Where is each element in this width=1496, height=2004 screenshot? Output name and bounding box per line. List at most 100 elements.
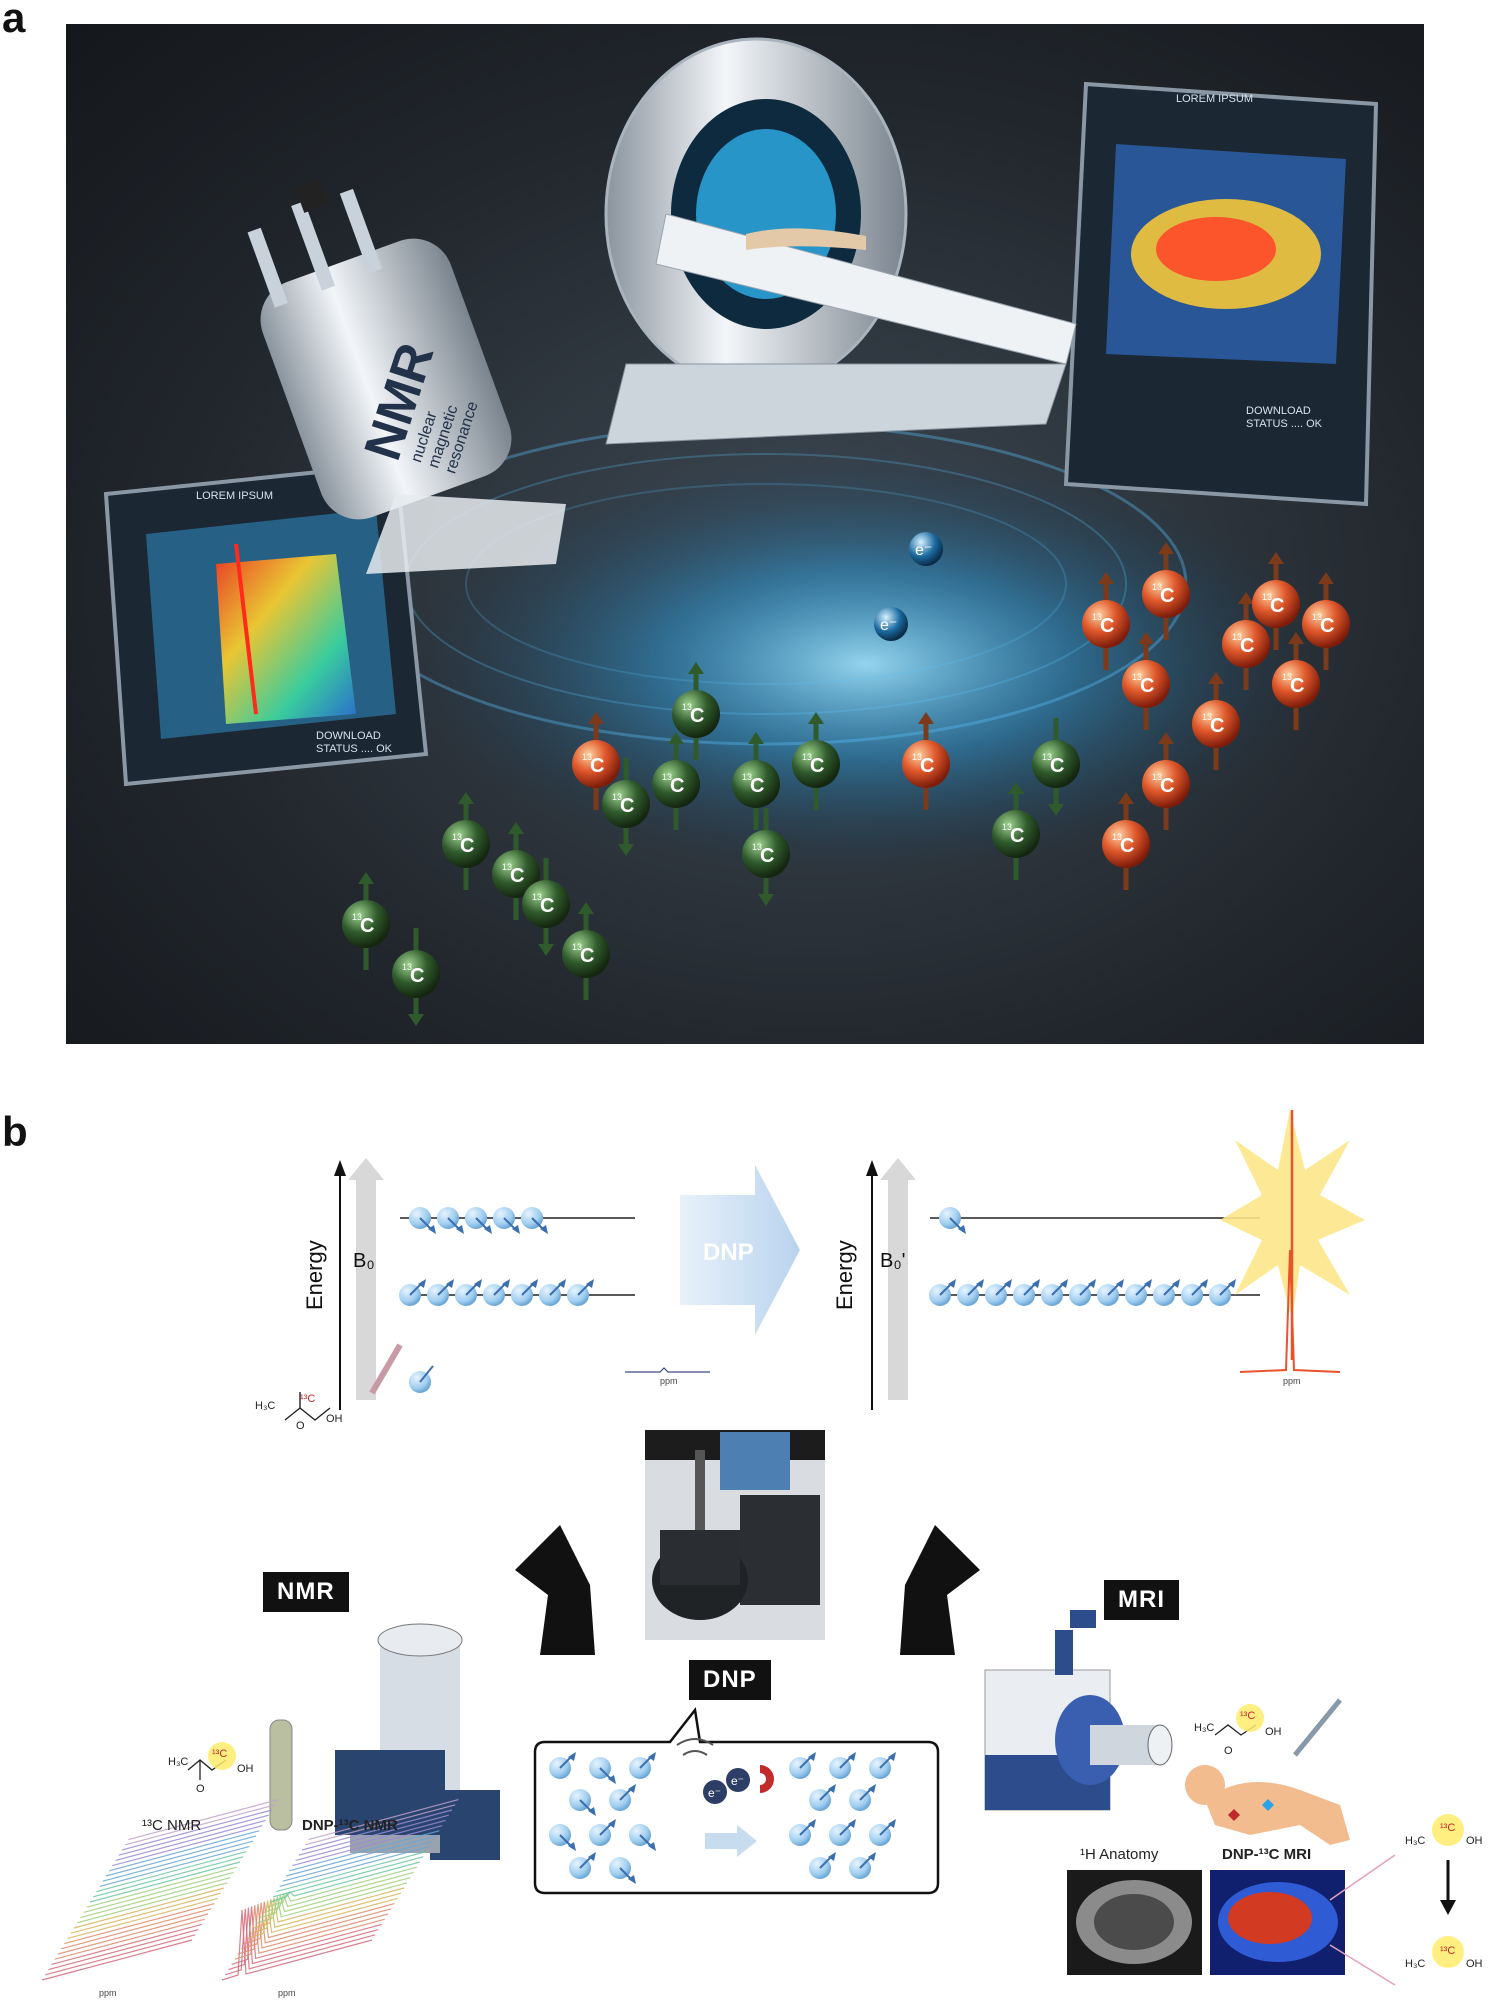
carbon-symbol-green-10: C [760,845,774,867]
right-screen-header: LOREM IPSUM [1176,93,1253,105]
energy-axis-left: Energy [302,1240,327,1310]
red-carbon-spin-1: 13C [902,712,950,810]
hyperpolarized-signal [625,1110,1365,1373]
bubble-spin-after-8 [809,1852,836,1879]
bubble-spin-after-3 [809,1784,836,1811]
pyruvate-molecule-mri [1214,1704,1264,1736]
spin-left-bottom-5 [539,1279,566,1306]
spin-left-bottom-1 [427,1279,454,1306]
mol-top-o: O [296,1420,305,1432]
label-dnp-13c-mri: DNP-¹³C MRI [1222,1846,1312,1863]
green-carbon-spin-12: 13C [992,782,1040,880]
panel-a-letter: a [2,0,26,41]
carbon-mass-green-3: 13 [502,862,512,872]
carbon-mass-green-13: 13 [1042,752,1052,762]
right-hologram-screen: LOREM IPSUM DOWNLOAD STATUS .... OK [1063,81,1379,507]
carbon-mass-green-6: 13 [612,792,622,802]
green-carbon-spin-10: 13C [742,808,790,906]
b0-label-right: B₀' [880,1250,906,1272]
ppm-stack-a: ppm [99,1988,117,1998]
spin-left-top-3 [493,1207,520,1234]
carbon-mass-red-6: 13 [1232,632,1242,642]
carbon-mass-green-5: 13 [572,942,582,952]
carbon-symbol-red-3: C [1160,775,1174,797]
carbon-mass-red-8: 13 [1262,592,1272,602]
spin-right-bottom-4 [1041,1279,1068,1306]
dnp-speech-bubble: e⁻ e⁻ [533,1706,940,1895]
green-carbon-spin-5: 13C [562,902,610,1000]
bubble-spin-before-3 [569,1789,596,1816]
carbon-symbol-green-9: C [750,775,764,797]
red-carbon-spin-0: 13C [572,712,620,810]
green-carbon-spin-2: 13C [442,792,490,890]
bubble-electron-2: e⁻ [731,1774,744,1788]
bubble-electron-1: e⁻ [708,1786,721,1800]
spin-left-bottom-2 [455,1279,482,1306]
nmr-box-label: NMR [263,1572,349,1612]
green-carbon-spin-7: 13C [652,732,700,830]
patient-silhouette [1185,1698,1350,1845]
carbon-mass-red-11: 13 [1152,582,1162,592]
mol-lac-oh: OH [1466,1958,1483,1970]
mol-nmr-oh: OH [237,1763,254,1775]
green-carbon-spin-6: 13C [602,758,650,856]
nmr-canister: NMR nuclear magnetic resonance [247,179,566,574]
spin-left-top-2 [465,1207,492,1234]
carbon-symbol-green-8: C [690,705,704,727]
label-1h-anatomy: ¹H Anatomy [1080,1846,1159,1863]
bubble-spin-before-2 [629,1752,656,1779]
label-dnp-13c-nmr: DNP-¹³C NMR [302,1817,398,1834]
bubble-spin-before-0 [549,1752,576,1779]
panel-b-svg: DNP [41,1110,1464,1986]
carbon-symbol-green-6: C [620,795,634,817]
carbon-symbol-red-7: C [1290,675,1304,697]
red-carbon-spin-5: 13C [1192,672,1240,770]
dnp-process-arrow: DNP [680,1165,800,1335]
green-carbon-spin-4: 13C [522,858,570,956]
green-carbon-spin-9: 13C [732,732,780,830]
carbon-mass-red-0: 13 [582,752,592,762]
red-carbon-spin-10: 13C [1082,572,1130,670]
spin-left-bottom-6 [567,1279,594,1306]
carbon-symbol-red-8: C [1270,595,1284,617]
carbon-symbol-red-2: C [1120,835,1134,857]
spin-right-bottom-1 [957,1279,984,1306]
mol-mri-h3c: H₃C [1194,1722,1215,1734]
spin-right-bottom-10 [1209,1279,1236,1306]
carbon-symbol-green-1: C [410,965,424,987]
label-13c-nmr: ¹³C NMR [142,1817,202,1834]
green-carbon-spin-11: 13C [792,712,840,810]
green-carbon-spin-0: 13C [342,872,390,970]
right-screen-download: DOWNLOAD [1246,405,1311,417]
carbon-mass-green-2: 13 [452,832,462,842]
mol-nmr-o: O [196,1783,205,1795]
carbon-symbol-green-0: C [360,915,374,937]
carbon-symbol-red-6: C [1240,635,1254,657]
red-carbon-spin-9: 13C [1302,572,1350,670]
electron-label-1: e⁻ [915,542,932,559]
red-carbon-spin-4: 13C [1122,632,1170,730]
spin-left-top-1 [437,1207,464,1234]
green-carbon-spin-8: 13C [672,662,720,760]
energy-diagram-left [334,1158,635,1410]
red-carbon-spin-2: 13C [1102,792,1150,890]
spin-left-top-0 [409,1207,436,1234]
mol-nmr-c13: ¹³C [212,1748,228,1760]
panel-a-illustration: LOREM IPSUM DOWNLOAD STATUS .... OK LORE… [66,24,1424,1044]
arrow-to-nmr [515,1525,595,1655]
carbon-symbol-green-13: C [1050,755,1064,777]
mol-mri2-oh: OH [1466,1835,1483,1847]
mol-top-oh: OH [326,1413,343,1425]
dnp-arrow-label: DNP [703,1239,754,1266]
carbon-mass-green-11: 13 [802,752,812,762]
carbon-mass-green-9: 13 [742,772,752,782]
carbon-mass-green-12: 13 [1002,822,1012,832]
left-screen-header: LOREM IPSUM [196,490,273,502]
carbon-spin-field: 13C13C13C13C13C13C13C13C13C13C13C13C13C1… [342,542,1350,1026]
electrons: e⁻ e⁻ [874,532,943,641]
carbon-symbol-red-5: C [1210,715,1224,737]
carbon-mass-red-5: 13 [1202,712,1212,722]
green-carbon-spin-3: 13C [492,822,540,920]
mol-top-c13: ¹³C [300,1393,316,1405]
mol-lac-c13: ¹³C [1440,1945,1456,1957]
